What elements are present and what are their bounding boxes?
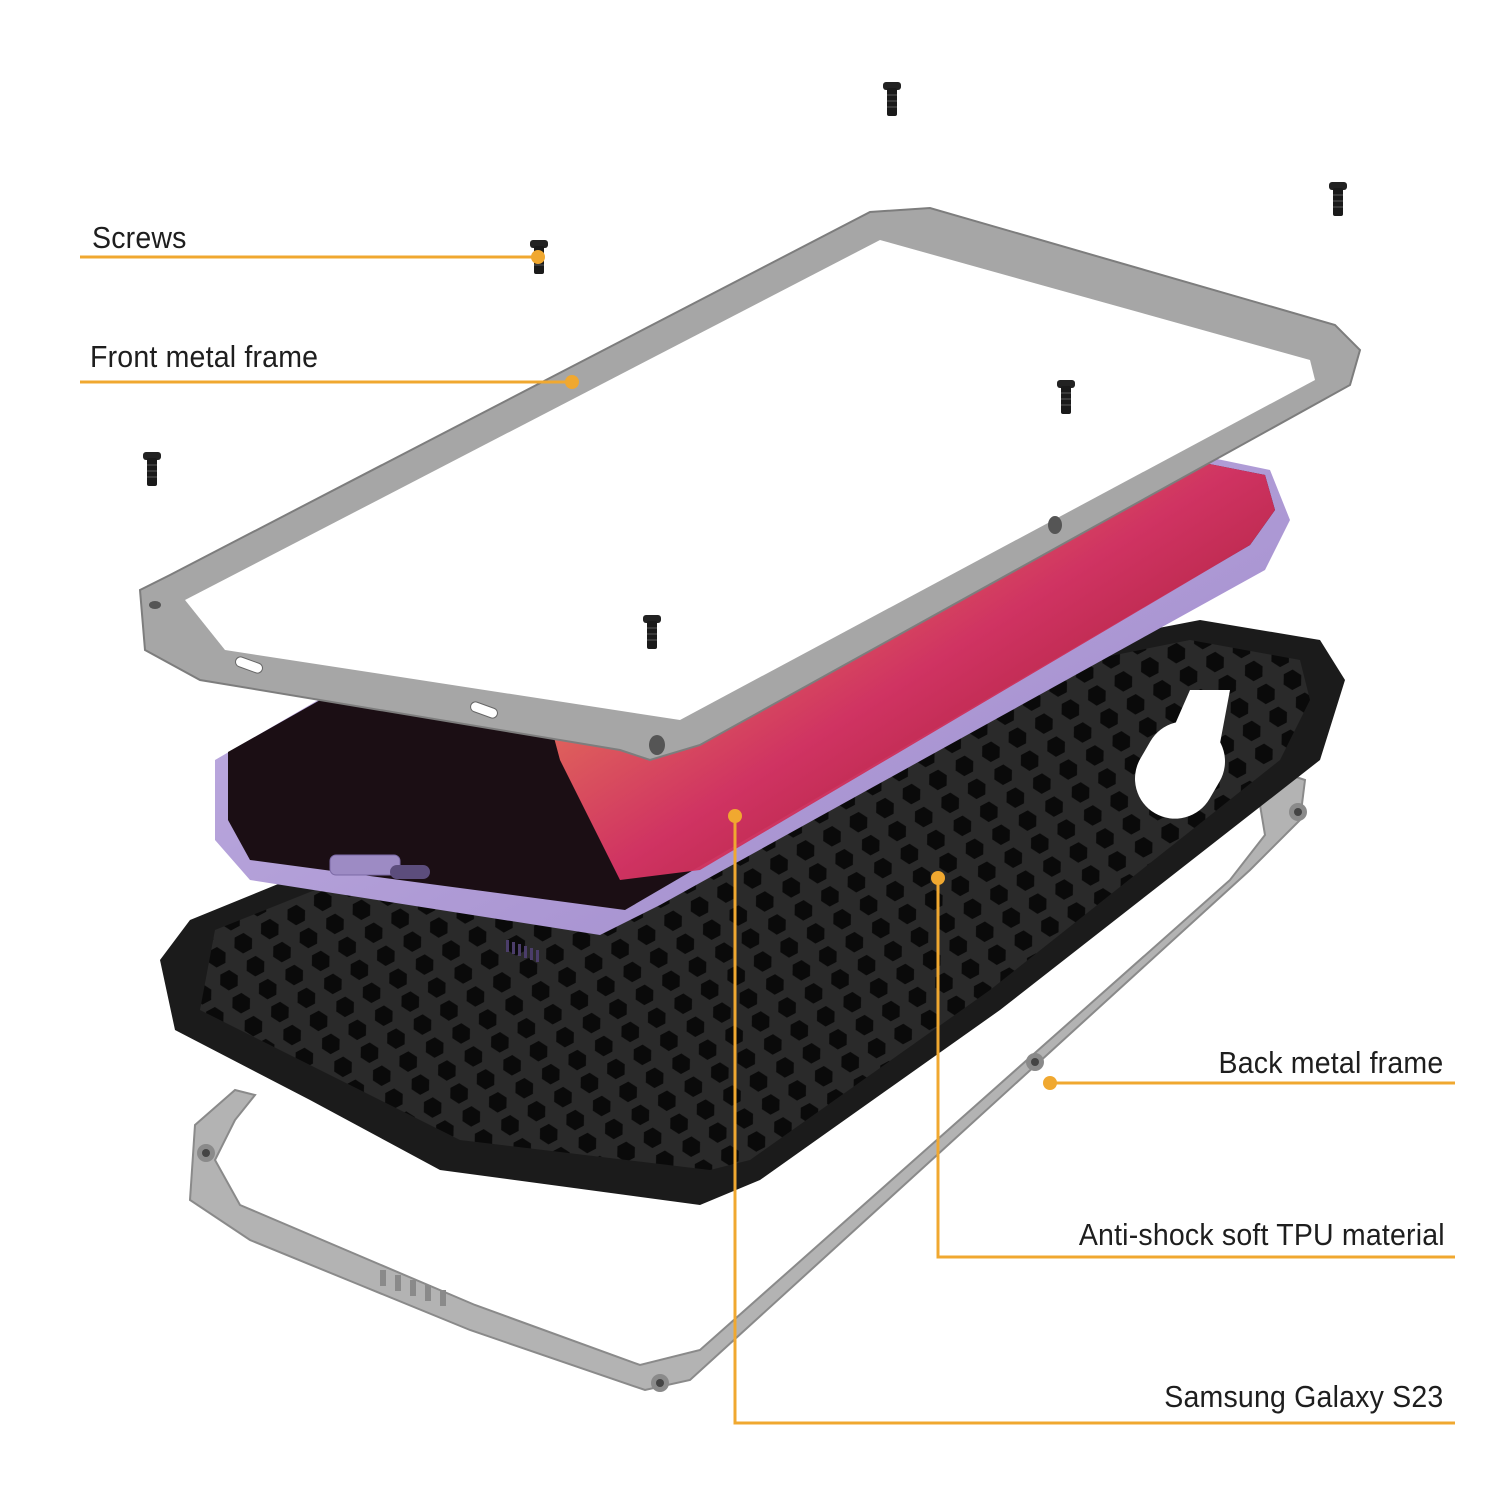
front-frame-callout-dot bbox=[565, 375, 579, 389]
front-metal-frame bbox=[138, 206, 1362, 762]
phone-callout-dot bbox=[728, 809, 742, 823]
screws-callout-dot bbox=[531, 250, 545, 264]
label-screws: Screws bbox=[92, 220, 187, 255]
back-frame-callout-dot bbox=[1043, 1076, 1057, 1090]
label-front-metal-frame: Front metal frame bbox=[90, 339, 319, 374]
label-samsung-galaxy-s23: Samsung Galaxy S23 bbox=[1163, 1379, 1443, 1414]
callout-lines bbox=[80, 255, 1455, 1425]
tpu-callout-line bbox=[936, 878, 1455, 1259]
label-anti-shock-tpu: Anti-shock soft TPU material bbox=[1078, 1217, 1445, 1252]
tpu-callout-dot bbox=[931, 871, 945, 885]
callout-dots bbox=[531, 250, 1057, 1090]
label-back-metal-frame: Back metal frame bbox=[1218, 1045, 1443, 1080]
tpu-case bbox=[160, 620, 1345, 1205]
phone-callout-line bbox=[733, 816, 1455, 1425]
